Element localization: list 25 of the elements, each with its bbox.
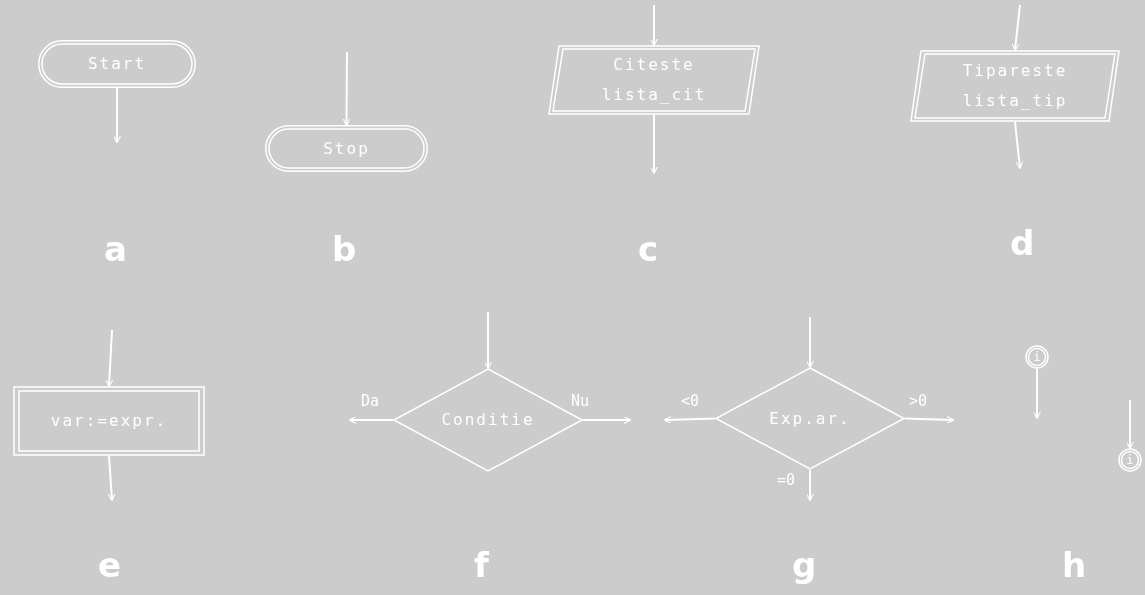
arrow <box>113 87 122 144</box>
arrow <box>806 469 815 502</box>
arrow <box>348 416 394 425</box>
arrow <box>663 415 716 424</box>
arrow <box>105 329 114 388</box>
connector-circle <box>1025 345 1049 369</box>
arrow <box>582 416 632 425</box>
input-output-shape <box>548 45 760 115</box>
arrow <box>650 4 659 47</box>
arrow <box>806 316 815 369</box>
process-box <box>13 386 205 456</box>
input-output-shape <box>910 50 1120 122</box>
arrow <box>1011 4 1021 52</box>
arrow <box>904 415 955 424</box>
arrow <box>1032 368 1042 420</box>
arrow <box>1014 121 1024 170</box>
arrow <box>1125 399 1135 450</box>
terminal-shape <box>38 40 196 88</box>
connector-circle <box>1118 448 1142 472</box>
arrow <box>342 51 351 127</box>
arrow <box>650 114 659 175</box>
arrow <box>107 455 116 502</box>
terminal-shape <box>265 125 428 172</box>
decision-diamond <box>715 367 905 470</box>
arrow <box>484 311 493 370</box>
